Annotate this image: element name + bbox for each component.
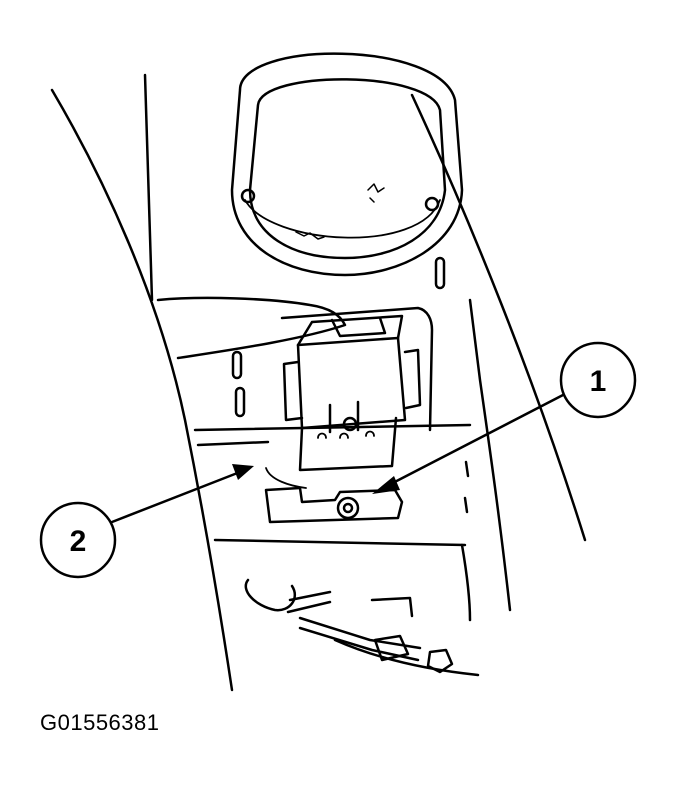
callout-2-arrowhead (232, 464, 254, 480)
mounting-nut (336, 496, 360, 520)
switch-side-tab-right (403, 348, 422, 410)
panel-slot-left-2 (234, 386, 246, 418)
switch-center-screw (342, 416, 358, 432)
switch-lower-housing (298, 416, 398, 472)
callout-2-leader (110, 470, 242, 524)
callout-1-circle (559, 341, 637, 419)
panel-left-edge (143, 73, 154, 302)
figure-id: G01556381 (40, 710, 160, 735)
panel-slot-right (434, 256, 446, 290)
callout-2-label: 2 (70, 525, 87, 558)
switch-top (296, 314, 404, 347)
switch-center-post (328, 400, 360, 434)
callout-1-label: 1 (590, 365, 607, 398)
mounting-tab (264, 486, 404, 524)
oval-texture-mark-2 (295, 231, 325, 240)
lower-panel-edge (213, 538, 467, 547)
switch-side-tab-left (282, 360, 304, 422)
oval-seal-line (244, 199, 441, 239)
callout-2-circle (39, 501, 117, 579)
latch-bracket (370, 596, 414, 618)
callout-1-arrowhead (372, 476, 400, 494)
trim-flap (156, 296, 347, 360)
mounting-bracket (280, 306, 434, 432)
oval-opening-inner (248, 78, 447, 260)
oval-left-fastener (240, 188, 256, 204)
panel-vertical-mark (463, 460, 470, 514)
lower-floor-line (333, 638, 480, 677)
latch-clip (373, 634, 410, 662)
callout-1-leader (383, 393, 565, 489)
latch-loop (244, 578, 297, 612)
latch-nut (426, 648, 454, 674)
oval-opening-outer (230, 52, 464, 277)
bracket-horizontal-edge (193, 423, 472, 432)
oval-texture-mark-1 (367, 183, 385, 203)
oval-right-fastener (424, 196, 440, 212)
mounting-tab-wire (265, 467, 307, 489)
lower-panel-right-edge (460, 543, 472, 622)
latch-rod (286, 590, 332, 614)
panel-slot-left-1 (231, 350, 243, 380)
bracket-lower-edge (196, 440, 270, 447)
left-trim-curve (50, 88, 234, 692)
panel-right-edge (468, 298, 512, 612)
switch-terminals (317, 430, 375, 439)
right-diagonal-line (410, 93, 587, 542)
switch-body (296, 336, 407, 430)
switch-top-ridge (330, 316, 387, 338)
mounting-nut-center (342, 502, 354, 514)
